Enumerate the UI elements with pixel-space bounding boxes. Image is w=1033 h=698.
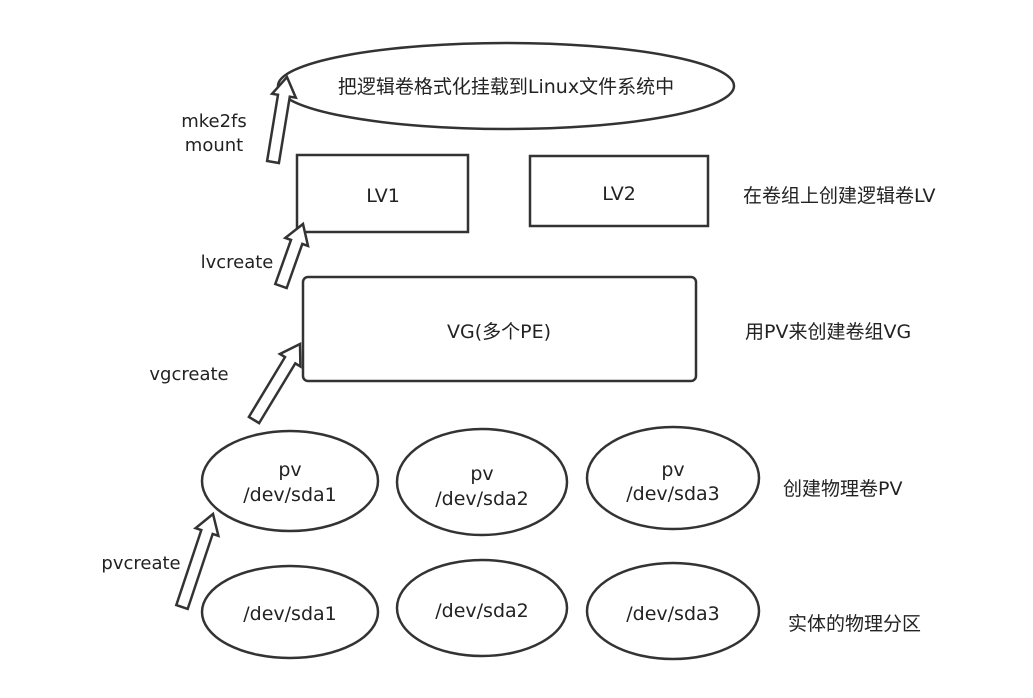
partition-sda2-node: /dev/sda2 xyxy=(395,558,569,658)
partition-sda2-label: /dev/sda2 xyxy=(435,600,529,622)
partition-sda1-node: /dev/sda1 xyxy=(200,564,380,660)
lvcreate-command-label: lvcreate xyxy=(201,252,274,273)
vg-label: VG(多个PE) xyxy=(447,321,551,343)
lv2-box xyxy=(528,154,710,228)
partition-sda3-node: /dev/sda3 xyxy=(585,561,761,661)
pv-sda1-ellipse xyxy=(200,429,380,533)
pv-sda1-type: pv xyxy=(278,459,301,481)
lv2-node: LV2 xyxy=(528,154,710,228)
pv-sda3-device: /dev/sda3 xyxy=(626,483,720,505)
partition-sda1-label: /dev/sda1 xyxy=(243,603,337,625)
pvcreate-command-label: pvcreate xyxy=(101,553,180,574)
vgcreate-command-label: vgcreate xyxy=(149,364,228,385)
pvcreate-arrow xyxy=(174,511,221,611)
pv-sda3-node: pv /dev/sda3 xyxy=(585,425,761,531)
arrows-group xyxy=(174,74,310,611)
vgcreate-arrow xyxy=(247,341,302,425)
side-note-partition: 实体的物理分区 xyxy=(788,613,921,635)
lv1-box xyxy=(295,153,470,234)
pv-sda1-node: pv /dev/sda1 xyxy=(200,429,380,533)
vg-box xyxy=(301,275,698,383)
lv1-label: LV1 xyxy=(366,185,400,207)
mke2fs-arrow xyxy=(265,74,298,165)
pv-sda3-type: pv xyxy=(661,459,684,481)
pv-sda1-device: /dev/sda1 xyxy=(243,484,337,506)
pv-sda2-node: pv /dev/sda2 xyxy=(395,427,569,537)
mke2fs-command-label: mke2fs xyxy=(181,111,247,132)
partition-sda3-label: /dev/sda3 xyxy=(626,603,720,625)
mount-filesystem-node: 把逻辑卷格式化挂载到Linux文件系统中 xyxy=(276,41,736,131)
side-note-vg: 用PV来创建卷组VG xyxy=(745,321,911,343)
pv-sda2-device: /dev/sda2 xyxy=(435,488,529,510)
lv1-node: LV1 xyxy=(295,153,470,234)
side-note-pv: 创建物理卷PV xyxy=(783,478,902,500)
mount-filesystem-label: 把逻辑卷格式化挂载到Linux文件系统中 xyxy=(338,76,674,98)
side-note-lv: 在卷组上创建逻辑卷LV xyxy=(743,185,936,207)
partition-sda3-ellipse xyxy=(585,561,761,661)
lvcreate-arrow xyxy=(273,221,310,290)
vg-node: VG(多个PE) xyxy=(301,275,698,383)
partition-sda2-ellipse xyxy=(395,558,569,658)
pv-sda2-ellipse xyxy=(395,427,569,537)
pv-sda2-type: pv xyxy=(470,463,493,485)
lv2-label: LV2 xyxy=(602,183,636,205)
mount-command-label: mount xyxy=(185,135,243,156)
partition-sda1-ellipse xyxy=(200,564,380,660)
pv-sda3-ellipse xyxy=(585,425,761,531)
